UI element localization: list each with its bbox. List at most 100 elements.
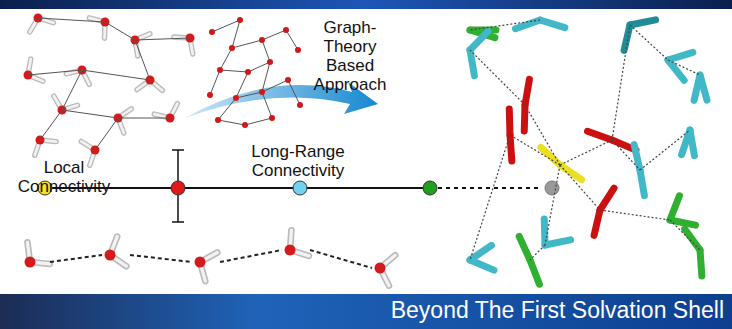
hbond-line xyxy=(220,250,282,262)
molecule-stick xyxy=(640,170,644,196)
error-bar xyxy=(172,221,184,223)
hbond-line xyxy=(612,140,640,170)
oxygen-atom xyxy=(285,245,296,256)
graph-edge xyxy=(262,80,288,92)
graph-edge xyxy=(245,118,272,125)
graph-vertex xyxy=(217,67,223,73)
molecule-stick xyxy=(545,240,570,245)
hbond-line xyxy=(50,255,102,262)
hbond-line xyxy=(95,118,118,150)
molecule-stick xyxy=(685,229,700,250)
oxygen-atom xyxy=(195,257,206,268)
chain-dot xyxy=(293,181,307,195)
molecule-stick xyxy=(694,75,700,100)
hbond-line xyxy=(40,110,62,140)
hbond-line xyxy=(670,220,700,250)
label: Local Connectivity xyxy=(4,158,124,196)
molecule-stick xyxy=(588,131,612,140)
graph-edge xyxy=(220,70,248,72)
molecule-stick xyxy=(540,20,565,28)
hbond-line xyxy=(510,135,560,165)
oxygen-atom xyxy=(105,250,116,261)
hbond-line xyxy=(135,38,190,40)
molecule-stick xyxy=(630,20,655,25)
graph-edge xyxy=(262,40,270,62)
chain-dot xyxy=(545,181,559,195)
hbond-line xyxy=(530,245,545,260)
graph-vertex xyxy=(237,17,243,23)
graph-edge xyxy=(218,98,236,120)
hbond-line xyxy=(118,118,170,119)
molecule-stick xyxy=(682,130,690,155)
hbond-line xyxy=(38,18,105,22)
graph-edge xyxy=(262,62,270,92)
graph-vertex xyxy=(233,95,239,101)
hbond-line xyxy=(668,60,700,75)
molecule-stick xyxy=(668,52,693,60)
molecule-stick xyxy=(700,250,702,276)
molecule-stick xyxy=(670,196,679,220)
hbond-line xyxy=(470,135,510,260)
graph-edge xyxy=(286,30,298,50)
graph-vertex xyxy=(229,45,235,51)
error-bar xyxy=(172,149,184,151)
graph-edge xyxy=(236,92,262,98)
molecule-stick xyxy=(530,260,539,284)
hbond-line xyxy=(612,25,630,140)
molecule-stick xyxy=(525,79,529,105)
graph-vertex xyxy=(295,47,301,53)
hbond-line xyxy=(640,130,690,170)
graph-edge xyxy=(232,20,240,48)
oxygen-atom xyxy=(25,257,36,268)
top-bar xyxy=(0,0,732,9)
graph-vertex xyxy=(267,59,273,65)
molecule-stick xyxy=(668,60,684,80)
hbond-line xyxy=(82,70,150,80)
graph-edge xyxy=(232,40,262,48)
hbond-line xyxy=(600,210,670,220)
hbond-line xyxy=(630,25,668,60)
molecule-stick xyxy=(519,236,530,260)
caption: Beyond The First Solvation Shell xyxy=(391,297,724,324)
graph-edge xyxy=(262,30,286,40)
chain-dot xyxy=(171,181,185,195)
graph-vertex xyxy=(283,27,289,33)
label: Long-Range Connectivity xyxy=(228,142,368,180)
graph-edge xyxy=(288,80,300,105)
molecule-stick xyxy=(470,31,488,50)
molecule-stick xyxy=(510,135,512,161)
label: Graph-Theory Based Approach xyxy=(300,18,400,94)
graph-edge xyxy=(262,92,272,118)
hbond-line xyxy=(545,165,560,245)
graph-vertex xyxy=(207,92,213,98)
graph-edge xyxy=(218,120,245,125)
graph-vertex xyxy=(297,102,303,108)
hbond-line xyxy=(310,250,372,268)
molecule-stick xyxy=(541,147,560,165)
molecule-stick xyxy=(600,188,614,210)
hbond-line xyxy=(560,140,612,165)
graph-vertex xyxy=(209,29,215,35)
graph-vertex xyxy=(259,89,265,95)
chain-dash xyxy=(430,187,540,189)
graph-vertex xyxy=(259,37,265,43)
graph-vertex xyxy=(269,115,275,121)
hbond-line xyxy=(130,255,192,262)
graph-vertex xyxy=(245,69,251,75)
molecule-stick xyxy=(594,210,600,235)
hbond-line xyxy=(470,50,525,105)
graph-edge xyxy=(220,48,232,70)
hbond-line xyxy=(135,40,150,80)
graph-vertex xyxy=(242,122,248,128)
chain-dot xyxy=(423,181,437,195)
hbond-line xyxy=(28,70,82,75)
graph-edge xyxy=(210,70,220,95)
hbond-line xyxy=(105,22,135,40)
graph-edge xyxy=(248,62,270,72)
hbond-line xyxy=(62,70,82,110)
bottom-band xyxy=(0,294,732,329)
graph-edge xyxy=(236,72,248,98)
hbond-line xyxy=(470,20,540,30)
molecule-stick xyxy=(506,109,514,135)
